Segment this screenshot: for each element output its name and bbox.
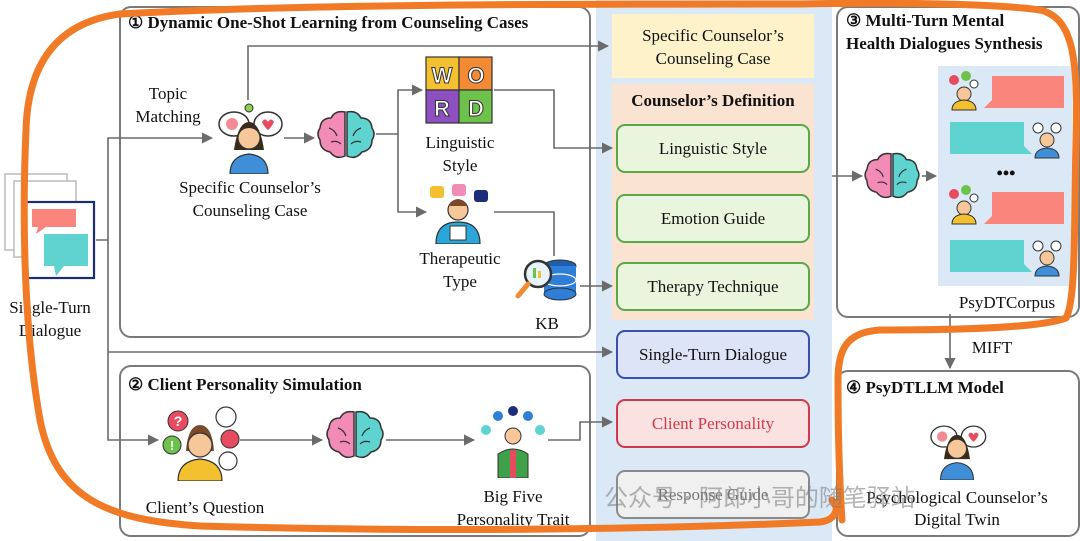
therapeutic-line1: Therapeutic [419,249,501,268]
client-avatar-icon [949,71,979,111]
brain-icon-panel1 [317,110,375,159]
counselor-case-line2: Counseling Case [192,201,308,220]
brain-icon-panel3 [864,152,920,199]
svg-text:!: ! [170,438,174,453]
kb-label: KB [535,314,559,333]
topic-matching-line1: Topic [148,84,188,103]
panel-dynamic-one-shot [119,6,591,338]
word-puzzle-icon: W O R D [425,56,493,124]
big-five-line1: Big Five [483,487,543,506]
counselor-case-line1: Specific Counselor’s [179,178,321,197]
linguistic-line1: Linguistic [425,133,495,152]
word-tile-o: O [467,63,484,88]
topic-matching-line2: Matching [135,107,201,126]
linguistic-line2: Style [442,156,478,175]
therapeutic-line2: Type [443,272,477,291]
output-line1: Psychological Counselor’s [866,488,1048,507]
big-five-line2: Personality Trait [456,510,570,529]
panel3-title-line1: ③ Multi-Turn Mental [846,11,1005,30]
center-case-line1: Specific Counselor’s [642,26,784,45]
output-line2: Digital Twin [914,510,1000,529]
def-linguistic-style: Linguistic Style [616,124,810,173]
psydtcorpus-label: PsyDTCorpus [958,293,1056,312]
word-tile-r: R [434,96,450,121]
brain-icon-panel2 [326,410,384,459]
client-question-icon: ? ! [162,406,240,481]
big-five-juggler-icon [481,406,545,478]
mift-label: MIFT [971,338,1013,357]
dialogue-ellipsis: ••• [996,163,1016,183]
counselor-case-box [612,14,814,78]
response-guide-box: Response Guide [616,470,810,519]
knowledge-base-icon [515,259,577,301]
def-emotion-guide: Emotion Guide [616,194,810,243]
therapist-icon [430,184,488,244]
word-tile-w: W [432,63,453,88]
def-therapy-technique: Therapy Technique [616,262,810,311]
client-question-label: Client’s Question [145,498,265,517]
digital-twin-counselor-icon [930,425,987,480]
center-case-line2: Counseling Case [655,49,771,68]
wechat-watermark: 公众号 · 阿郎小哥的随笔驿站 [604,484,915,512]
panel2-title: ② Client Personality Simulation [128,375,362,394]
counselor-person-icon [218,103,283,174]
panel3-title-line2: Health Dialogues Synthesis [846,34,1043,53]
definition-title: Counselor’s Definition [631,91,795,110]
single-turn-label-line2: Dialogue [18,321,82,340]
panel1-title: ① Dynamic One-Shot Learning from Counsel… [128,13,529,32]
single-turn-dialogue-box: Single-Turn Dialogue [616,330,810,379]
panel4-title: ④ PsyDTLLM Model [846,378,1004,397]
multi-turn-chat-icons [949,71,1064,277]
client-personality-box: Client Personality [616,399,810,448]
svg-text:?: ? [174,413,183,429]
counselor-avatar-icon [1032,122,1062,159]
word-tile-d: D [468,96,484,121]
